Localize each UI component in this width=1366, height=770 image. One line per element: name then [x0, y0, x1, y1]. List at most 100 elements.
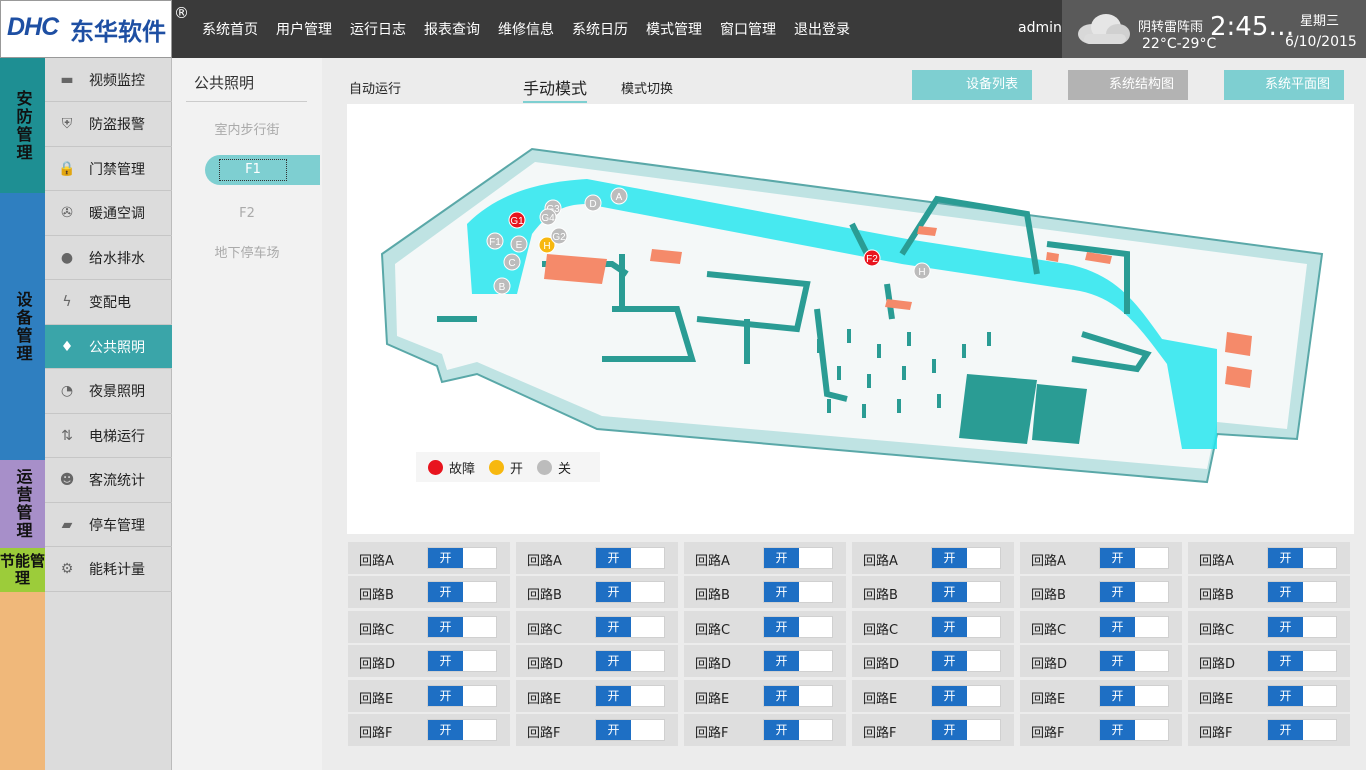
circuit-toggle[interactable]: 开: [1099, 547, 1169, 569]
company-logo[interactable]: DHC 东华软件: [0, 0, 172, 58]
circuit-toggle[interactable]: 开: [595, 684, 665, 707]
circuit-toggle[interactable]: 开: [1099, 615, 1169, 638]
subnav-item-parking[interactable]: 地下停车场: [214, 246, 280, 261]
nav-item-4[interactable]: 维修信息: [498, 22, 554, 38]
tab-auto-run[interactable]: 自动运行: [349, 82, 402, 97]
nav-item-3[interactable]: 报表查询: [424, 22, 480, 38]
circuit-toggle[interactable]: 开: [427, 650, 497, 673]
circuit-toggle[interactable]: 开: [931, 547, 1001, 569]
category-operation[interactable]: 运营管理: [0, 460, 45, 548]
sidebar-item-7[interactable]: ◔夜景照明: [45, 370, 172, 414]
toggle-on-label: 开: [932, 685, 967, 706]
circuit-toggle[interactable]: 开: [427, 581, 497, 604]
sidebar-item-9[interactable]: ☻客流统计: [45, 459, 172, 503]
circuit-toggle[interactable]: 开: [763, 684, 833, 707]
lamp-node-fault[interactable]: G1: [508, 211, 526, 229]
lamp-node-off[interactable]: G4: [539, 208, 557, 226]
lamp-node-off[interactable]: F1: [486, 232, 504, 250]
sidebar-item-4[interactable]: ●给水排水: [45, 236, 172, 280]
circuit-toggle[interactable]: 开: [595, 719, 665, 741]
circuit-toggle[interactable]: 开: [427, 684, 497, 707]
circuit-toggle[interactable]: 开: [427, 719, 497, 741]
nav-item-1[interactable]: 用户管理: [276, 22, 332, 38]
circuit-toggle[interactable]: 开: [427, 547, 497, 569]
nav-item-2[interactable]: 运行日志: [350, 22, 406, 38]
circuit-toggle[interactable]: 开: [1267, 615, 1337, 638]
circuit-label: 回路B: [359, 588, 394, 604]
lightbulb-icon: ♦: [60, 338, 74, 355]
tab-manual-mode[interactable]: 手动模式: [523, 75, 588, 103]
circuit-toggle[interactable]: 开: [763, 581, 833, 604]
lamp-node-off[interactable]: A: [610, 187, 628, 205]
circuit-toggle[interactable]: 开: [1267, 650, 1337, 673]
circuit-toggle[interactable]: 开: [1099, 719, 1169, 741]
circuit-toggle[interactable]: 开: [427, 615, 497, 638]
subnav-item-f1[interactable]: F1: [205, 155, 320, 185]
category-security[interactable]: 安防管理: [0, 58, 45, 193]
nav-item-8[interactable]: 退出登录: [794, 22, 850, 38]
circuit-toggle[interactable]: 开: [763, 719, 833, 741]
toggle-on-label: 开: [932, 548, 967, 568]
lamp-node-off[interactable]: B: [493, 277, 511, 295]
floor-plan-button[interactable]: 系统平面图: [1224, 70, 1344, 100]
current-user[interactable]: admin: [1018, 20, 1062, 36]
sidebar-item-10[interactable]: ▰停车管理: [45, 503, 172, 547]
lamp-node-on[interactable]: H: [538, 236, 556, 254]
circuit-label: 回路C: [863, 622, 899, 638]
circuit-toggle[interactable]: 开: [595, 650, 665, 673]
circuit-toggle[interactable]: 开: [595, 581, 665, 604]
circuit-toggle[interactable]: 开: [931, 684, 1001, 707]
toggle-on-label: 开: [764, 582, 799, 603]
lamp-node-off[interactable]: H: [913, 262, 931, 280]
category-device[interactable]: 设备管理: [0, 193, 45, 460]
lamp-node-fault[interactable]: F2: [863, 249, 881, 267]
circuit-toggle[interactable]: 开: [595, 547, 665, 569]
lamp-node-off[interactable]: E: [510, 235, 528, 253]
circuit-label: 回路A: [527, 554, 562, 569]
sidebar-item-11[interactable]: ⚙能耗计量: [45, 548, 172, 592]
circuit-cell: 回路D 开: [852, 645, 1014, 678]
category-energy[interactable]: 节能管理: [0, 548, 45, 592]
toggle-on-label: 开: [596, 720, 631, 740]
clock-time: 2:45…: [1210, 12, 1295, 42]
top-nav: 系统首页 用户管理 运行日志 报表查询 维修信息 系统日历 模式管理 窗口管理 退出登录: [193, 0, 859, 58]
circuit-toggle[interactable]: 开: [1099, 650, 1169, 673]
nav-item-5[interactable]: 系统日历: [572, 22, 628, 38]
structure-diagram-button[interactable]: 系统结构图: [1068, 70, 1188, 100]
circuit-toggle[interactable]: 开: [1099, 684, 1169, 707]
circuit-toggle[interactable]: 开: [1267, 719, 1337, 741]
circuit-label: 回路E: [1199, 691, 1234, 707]
circuit-toggle[interactable]: 开: [763, 547, 833, 569]
sidebar-item-8[interactable]: ⇅电梯运行: [45, 414, 172, 458]
nav-item-6[interactable]: 模式管理: [646, 22, 702, 38]
tab-mode-switch[interactable]: 模式切换: [621, 82, 674, 97]
circuit-toggle[interactable]: 开: [1267, 547, 1337, 569]
circuit-toggle[interactable]: 开: [1267, 581, 1337, 604]
device-list-button[interactable]: 设备列表: [912, 70, 1032, 100]
circuit-toggle[interactable]: 开: [931, 581, 1001, 604]
sidebar-item-6[interactable]: ♦公共照明: [45, 325, 172, 369]
circuit-toggle[interactable]: 开: [931, 719, 1001, 741]
sidebar-item-0[interactable]: ▬视频监控: [45, 58, 172, 102]
circuit-toggle[interactable]: 开: [1267, 684, 1337, 707]
sidebar-item-1[interactable]: ⛨防盗报警: [45, 103, 172, 147]
circuit-label: 回路D: [863, 657, 900, 673]
circuit-toggle[interactable]: 开: [763, 615, 833, 638]
circuit-toggle[interactable]: 开: [931, 615, 1001, 638]
lamp-node-off[interactable]: D: [584, 194, 602, 212]
circuit-toggle[interactable]: 开: [763, 650, 833, 673]
circuit-toggle[interactable]: 开: [1099, 581, 1169, 604]
sidebar-item-2[interactable]: 🔒门禁管理: [45, 147, 172, 191]
nav-item-0[interactable]: 系统首页: [202, 22, 258, 38]
lamp-node-off[interactable]: G2: [550, 227, 568, 245]
lamp-node-off[interactable]: C: [503, 253, 521, 271]
subnav-item-street[interactable]: 室内步行街: [214, 123, 280, 138]
subnav-item-f2[interactable]: F2: [239, 206, 255, 221]
circuit-toggle[interactable]: 开: [595, 615, 665, 638]
circuit-toggle[interactable]: 开: [931, 650, 1001, 673]
divider: [186, 101, 307, 102]
nav-item-7[interactable]: 窗口管理: [720, 22, 776, 38]
sidebar-item-3[interactable]: ✇暖通空调: [45, 192, 172, 236]
